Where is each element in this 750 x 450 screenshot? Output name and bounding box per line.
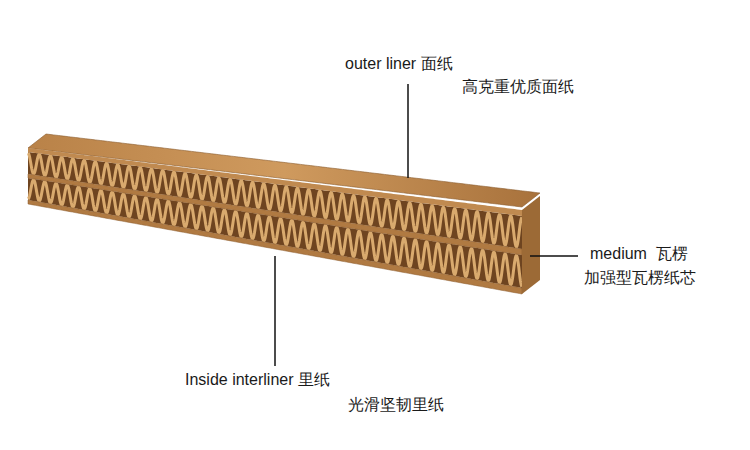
callout-label: 光滑坚韧里纸 — [348, 395, 444, 415]
liner-edge — [28, 148, 522, 216]
callout-label: 加强型瓦楞纸芯 — [584, 268, 696, 288]
leader-line — [274, 256, 276, 366]
callout-label: medium 瓦楞 — [590, 244, 688, 264]
callout-label: Inside interliner 里纸 — [185, 370, 330, 390]
callout-label: 高克重优质面纸 — [462, 77, 574, 97]
board-end — [522, 196, 540, 294]
leader-line — [407, 84, 409, 178]
leader-line — [530, 255, 578, 257]
callout-label: outer liner 面纸 — [345, 54, 453, 74]
outer-liner-sheet — [28, 134, 540, 207]
